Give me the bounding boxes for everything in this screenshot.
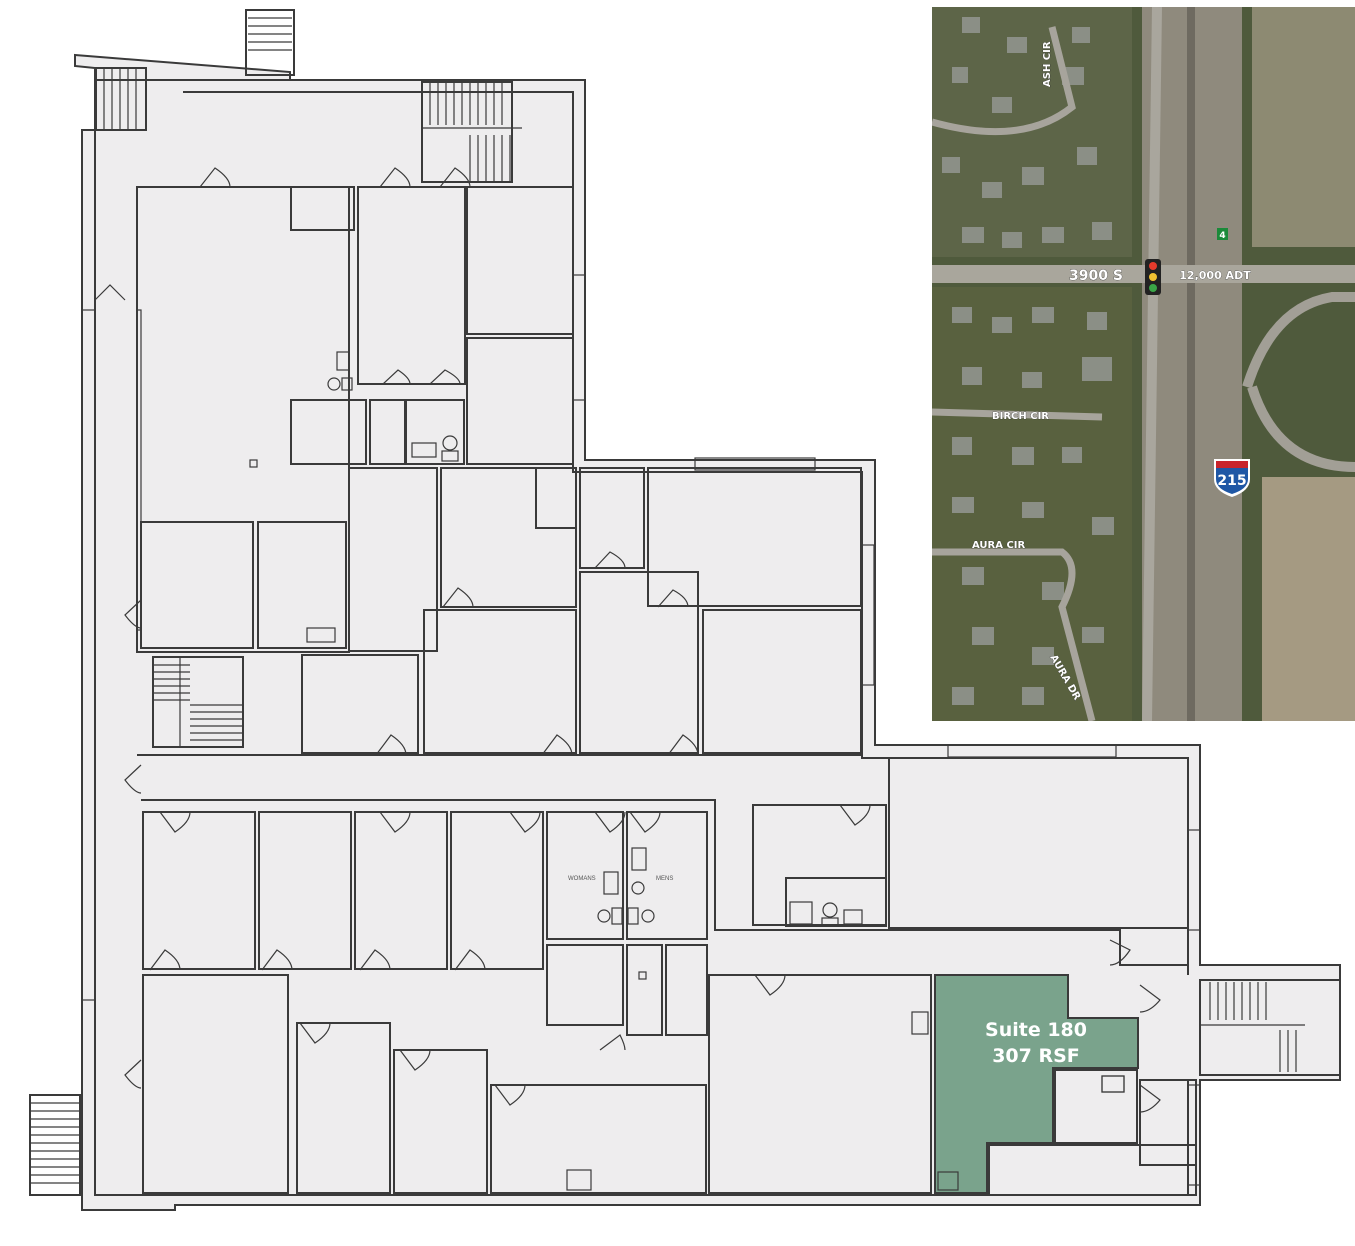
building-outline bbox=[74, 53, 1341, 1211]
suite-utility-room bbox=[1054, 1069, 1138, 1144]
street-label-aura-cir: AURA CIR bbox=[972, 540, 1026, 551]
aerial-map: 3900 S 12,000 ADT ASH CIR BIRCH CIR AURA… bbox=[932, 7, 1355, 721]
interstate bbox=[1142, 7, 1355, 721]
interstate-number: 215 bbox=[1217, 473, 1246, 489]
windows bbox=[81, 274, 1201, 1186]
exit-sign-icon: 4 bbox=[1217, 228, 1228, 241]
womens-restroom-label: WOMANS bbox=[568, 876, 596, 882]
street-label-ash-cir: ASH CIR bbox=[1042, 41, 1053, 87]
northwest-stair bbox=[95, 67, 147, 131]
suite-180[interactable]: Suite 180 307 RSF bbox=[934, 974, 1139, 1194]
traffic-count-label: 12,000 ADT bbox=[1179, 269, 1251, 282]
door-swings bbox=[94, 167, 1161, 1113]
main-road-label: 3900 S bbox=[1069, 268, 1123, 284]
top-stair bbox=[245, 9, 295, 76]
side-streets bbox=[932, 26, 1103, 721]
middle-rooms bbox=[301, 467, 862, 754]
main-road bbox=[932, 265, 1355, 283]
south-rooms bbox=[137, 754, 1197, 1196]
suite-name: Suite 180 bbox=[985, 1019, 1087, 1041]
neighborhood bbox=[932, 7, 1132, 721]
east-stair bbox=[1199, 979, 1341, 1076]
west-stair bbox=[152, 656, 244, 748]
north-stair bbox=[421, 81, 522, 183]
southwest-stair bbox=[29, 1094, 81, 1196]
exit-sign-number: 4 bbox=[1219, 231, 1225, 241]
fixtures bbox=[249, 351, 1125, 1191]
suite-area: 307 RSF bbox=[992, 1045, 1080, 1067]
mens-restroom-label: MENS bbox=[656, 876, 673, 882]
traffic-light-icon bbox=[1145, 259, 1161, 295]
interstate-shield-icon: 215 bbox=[1214, 459, 1250, 497]
street-label-birch-cir: BIRCH CIR bbox=[992, 411, 1049, 422]
